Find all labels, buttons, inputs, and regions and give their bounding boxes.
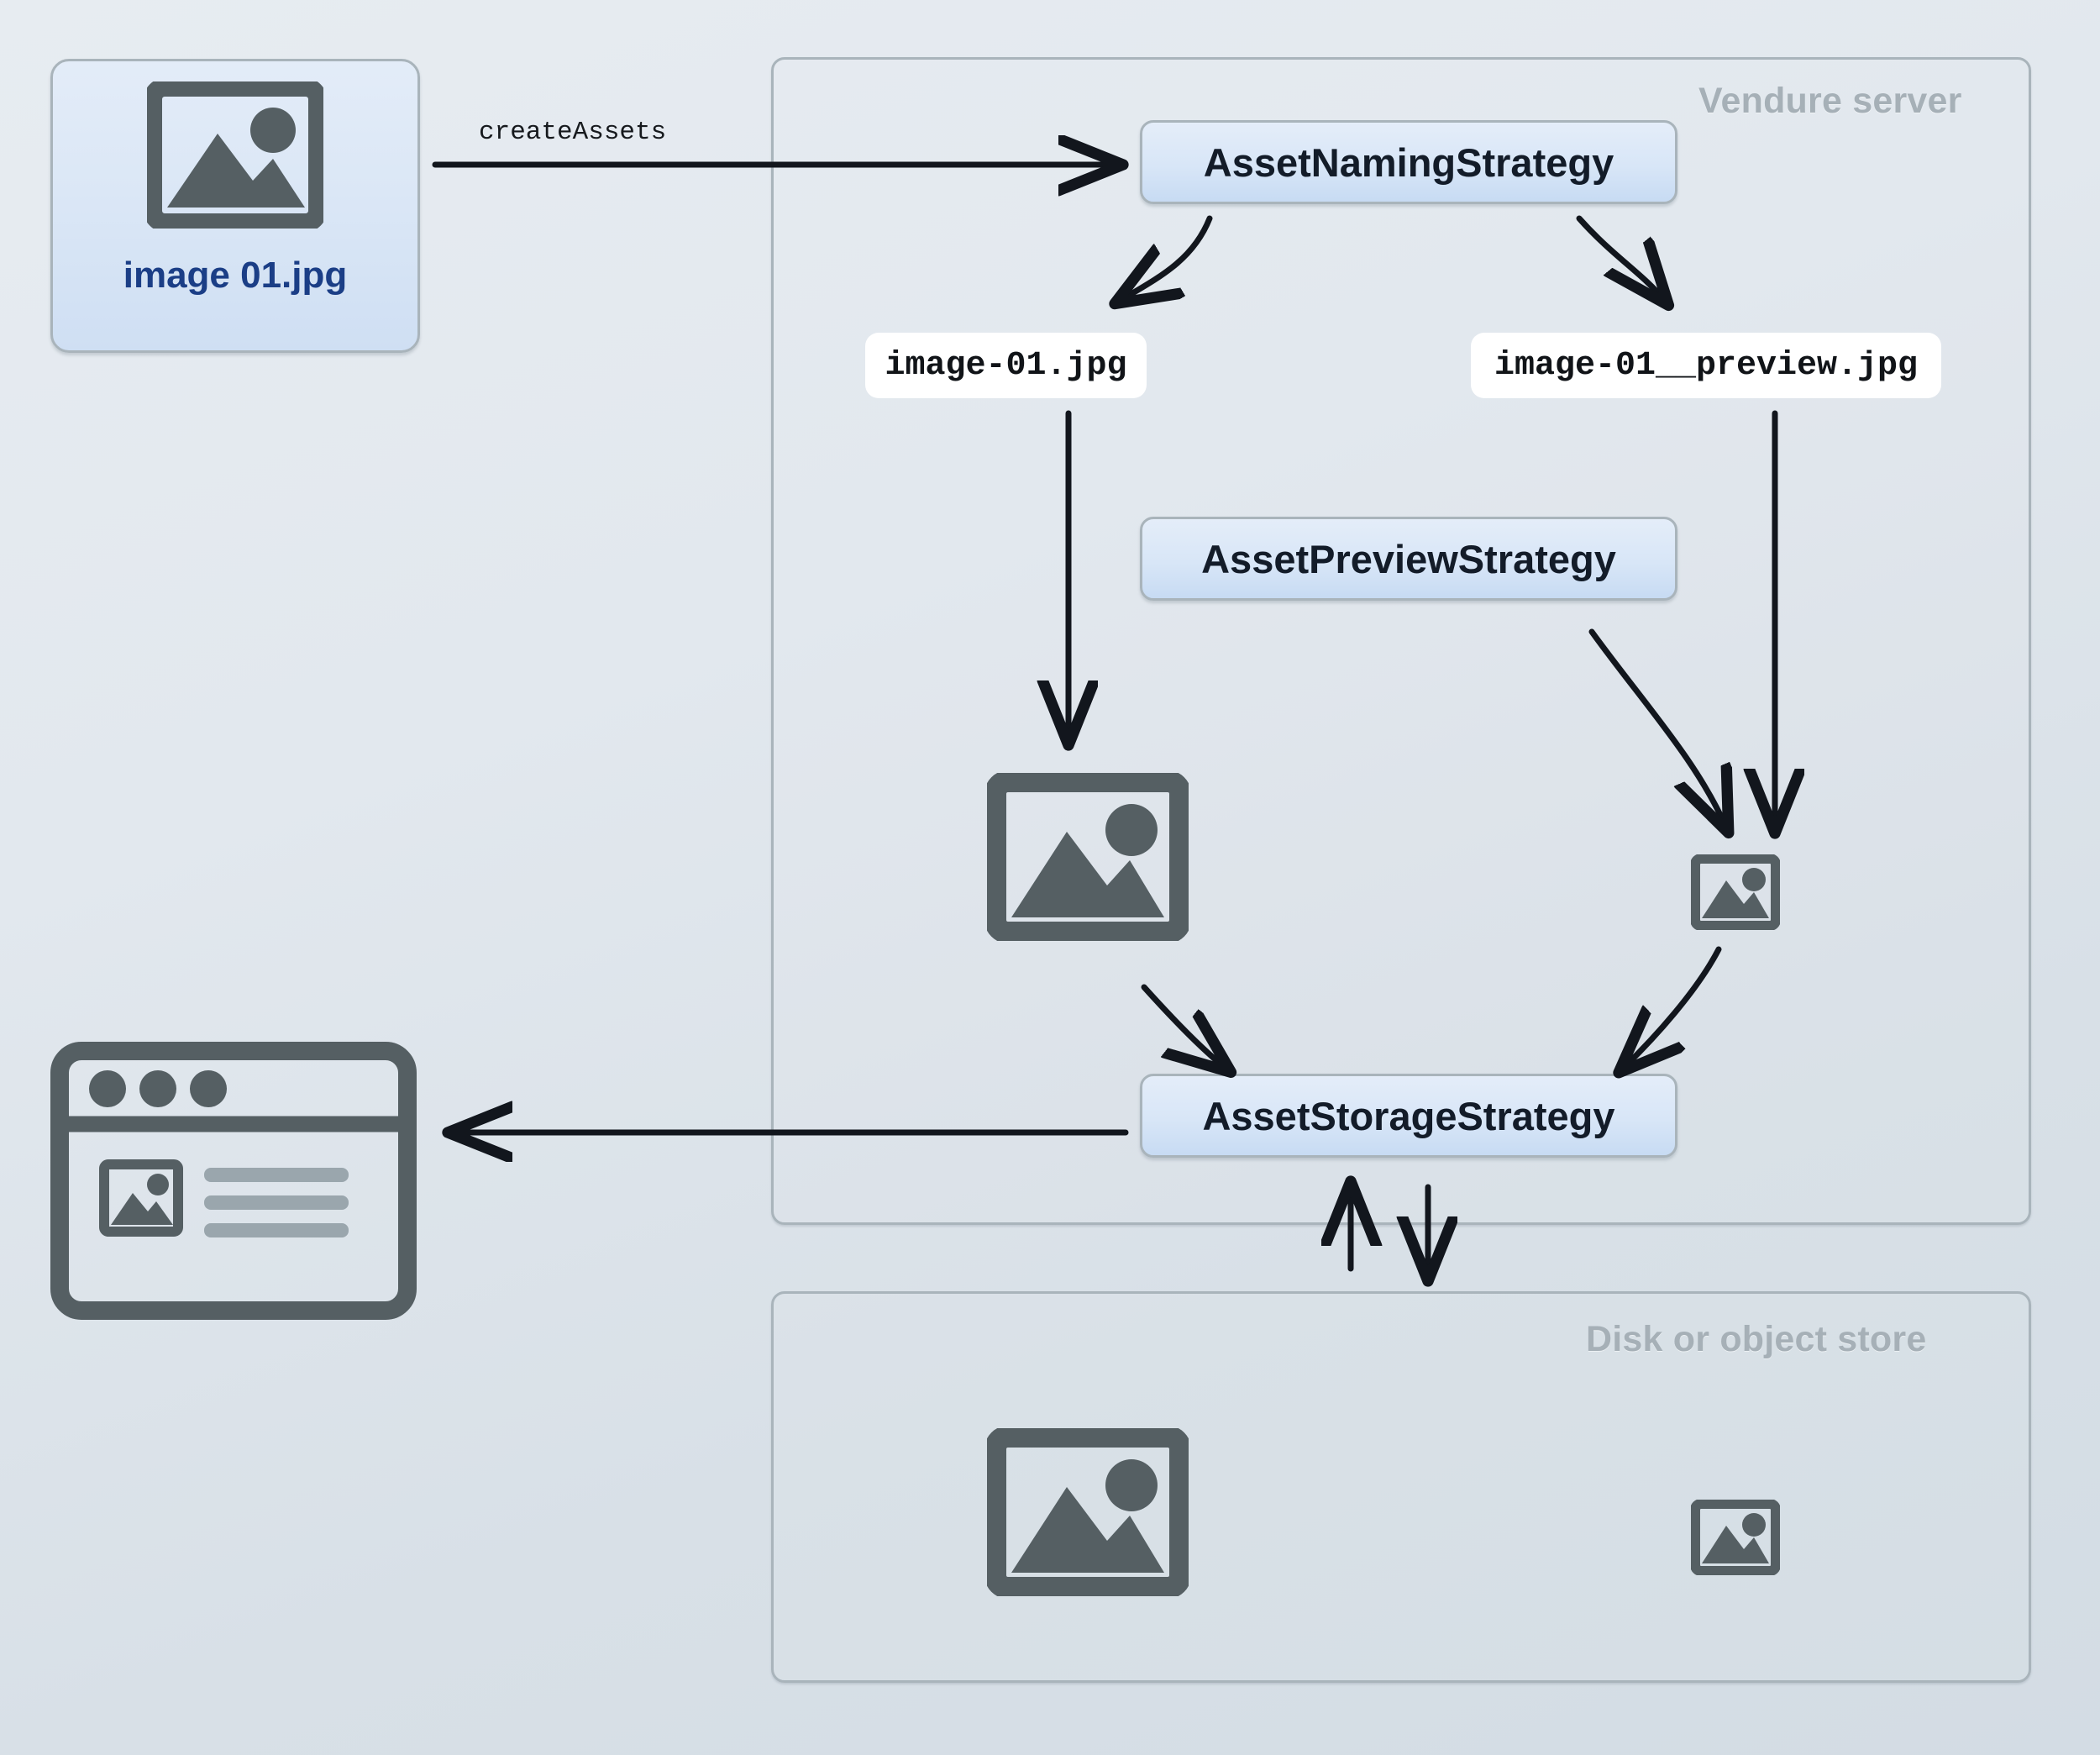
server-preview-image-icon — [1690, 854, 1781, 934]
preview-filename-chip: image-01__preview.jpg — [1471, 333, 1941, 398]
image-icon — [144, 78, 327, 233]
browser-window-icon[interactable] — [49, 1040, 418, 1326]
stored-preview-image-icon — [1690, 1499, 1781, 1579]
zone-vendure-server-label: Vendure server — [1698, 81, 1962, 121]
asset-preview-strategy-node[interactable]: AssetPreviewStrategy — [1140, 517, 1677, 601]
server-source-image-icon — [984, 770, 1191, 945]
asset-storage-strategy-node[interactable]: AssetStorageStrategy — [1140, 1074, 1677, 1158]
zone-vendure-server — [771, 57, 2031, 1225]
asset-naming-strategy-node[interactable]: AssetNamingStrategy — [1140, 120, 1677, 204]
zone-disk-store — [771, 1291, 2031, 1683]
source-filename-chip: image-01.jpg — [865, 333, 1147, 398]
source-file-card[interactable]: image 01.jpg — [50, 59, 420, 353]
source-file-name: image 01.jpg — [123, 255, 348, 296]
create-assets-edge-label: createAssets — [479, 118, 667, 147]
stored-source-image-icon — [984, 1426, 1191, 1600]
zone-disk-store-label: Disk or object store — [1586, 1319, 1927, 1359]
